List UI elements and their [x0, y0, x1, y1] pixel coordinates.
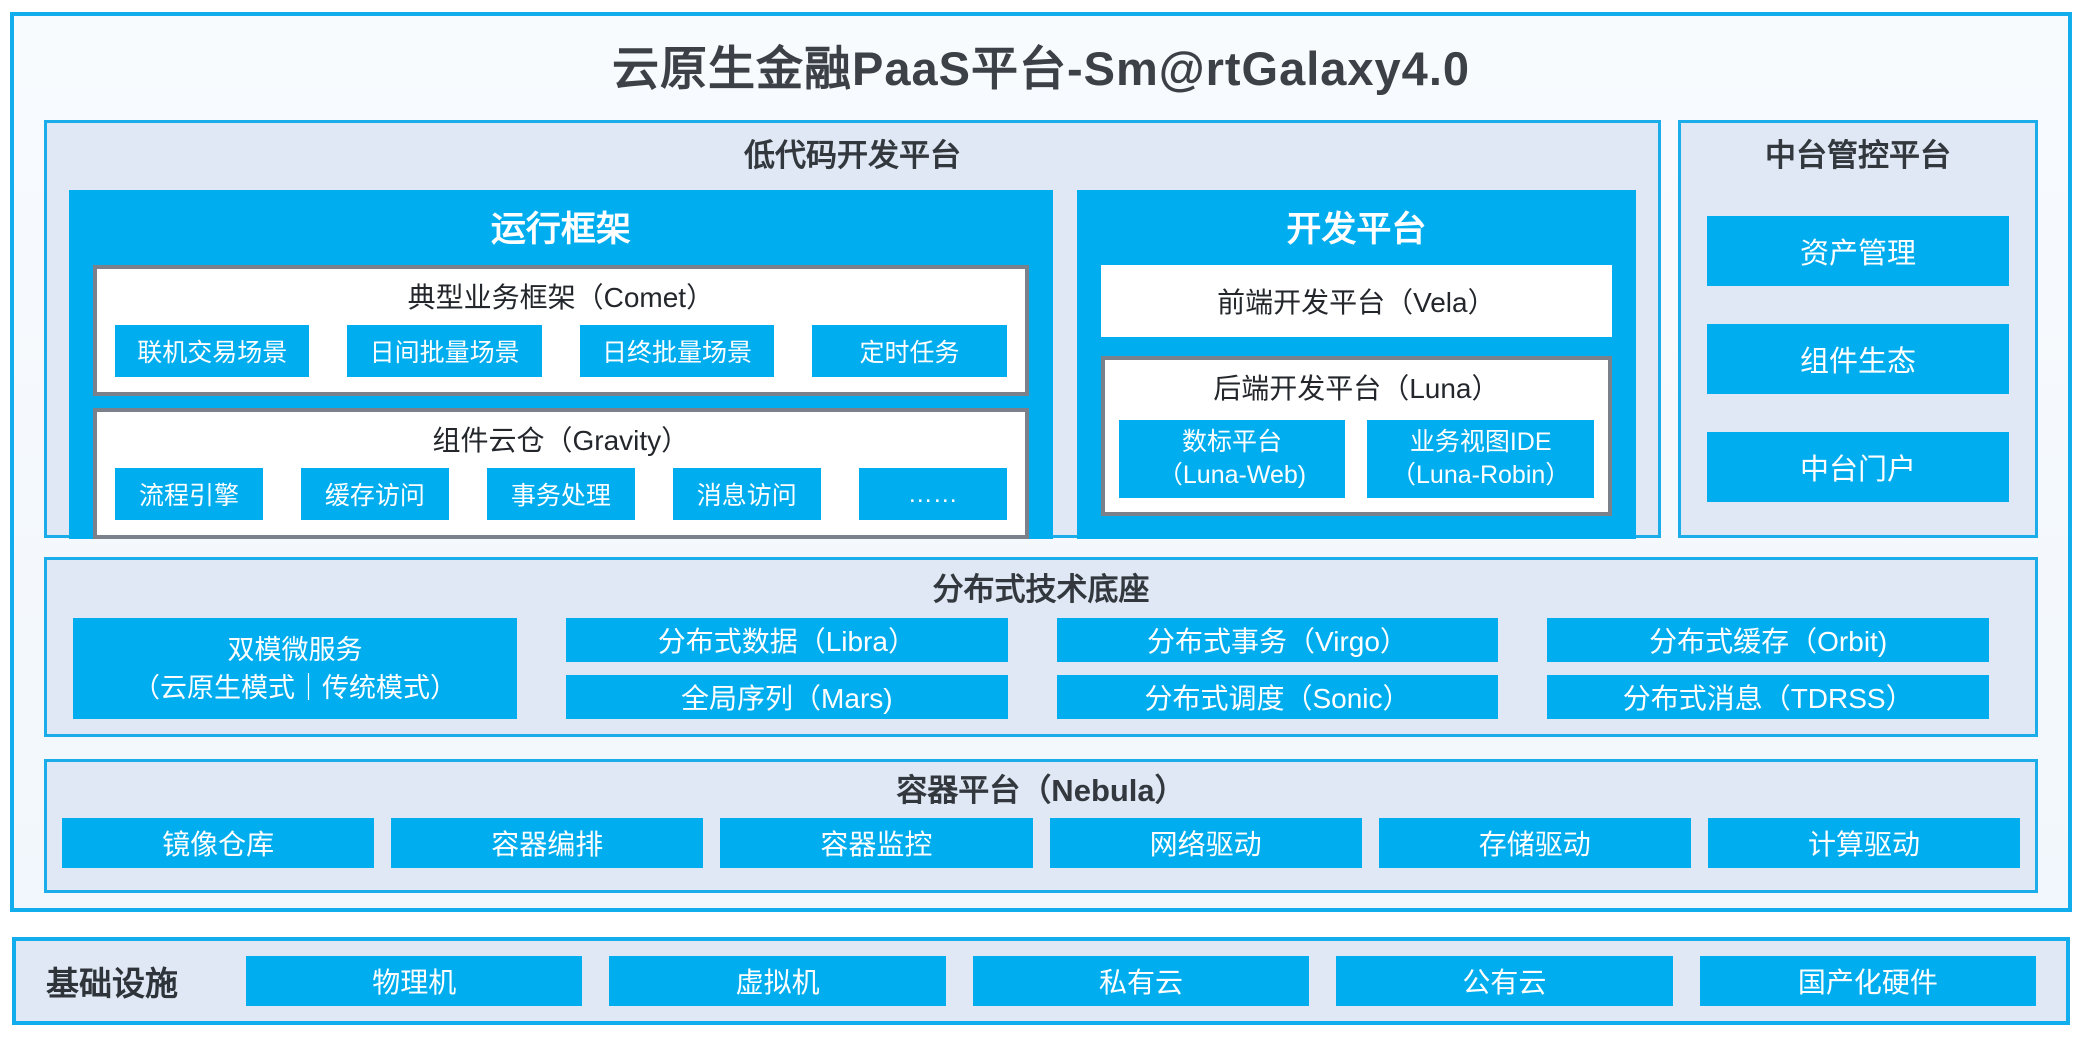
- infrastructure-item-physical-machine: 物理机: [246, 956, 583, 1006]
- dev-platform-panel: 开发平台 前端开发平台（Vela） 后端开发平台（Luna） 数标平台 （Lun…: [1076, 190, 1636, 539]
- lowcode-platform-header: 低代码开发平台: [744, 138, 961, 173]
- midplatform-item-asset-management: 资产管理: [1707, 216, 2009, 286]
- infrastructure-item-row: 物理机 虚拟机 私有云 公有云 国产化硬件: [246, 956, 2037, 1006]
- container-platform-panel: 容器平台（Nebula） 镜像仓库 容器编排 容器监控 网络驱动 存储驱动 计算…: [44, 759, 2038, 893]
- lowcode-platform-panel: 低代码开发平台 运行框架 典型业务框架（Comet） 联机交易场景 日间批量场景…: [44, 120, 1661, 539]
- distributed-base-panel: 分布式技术底座 双模微服务 （云原生模式｜传统模式） 分布式数据（Libra） …: [44, 557, 2038, 737]
- luna-robin-item: 业务视图IDE （Luna-Robin）: [1367, 420, 1594, 498]
- midplatform-item-portal: 中台门户: [1707, 432, 2009, 502]
- dual-mode-microservice-item: 双模微服务 （云原生模式｜传统模式）: [73, 618, 517, 719]
- gravity-item: 事务处理: [486, 468, 635, 520]
- luna-backend-title: 后端开发平台（Luna）: [1213, 373, 1500, 404]
- luna-backend-box: 后端开发平台（Luna） 数标平台 （Luna-Web) 业务视图IDE （Lu…: [1100, 356, 1612, 516]
- gravity-item: 流程引擎: [115, 468, 263, 520]
- luna-web-line1: 数标平台: [1182, 428, 1283, 456]
- comet-item: 定时任务: [812, 325, 1007, 377]
- midplatform-header: 中台管控平台: [1765, 138, 1951, 173]
- runtime-framework-title: 运行框架: [490, 210, 631, 249]
- distributed-item-sonic: 分布式调度（Sonic）: [1056, 675, 1499, 719]
- dev-platform-title: 开发平台: [1286, 210, 1427, 249]
- distributed-item-tdrss: 分布式消息（TDRSS）: [1547, 675, 1989, 719]
- runtime-framework-panel: 运行框架 典型业务框架（Comet） 联机交易场景 日间批量场景 日终批量场景 …: [69, 190, 1053, 539]
- container-item-image-registry: 镜像仓库: [62, 818, 375, 868]
- infrastructure-item-public-cloud: 公有云: [1336, 956, 1673, 1006]
- distributed-grid: 双模微服务 （云原生模式｜传统模式） 分布式数据（Libra） 分布式事务（Vi…: [47, 618, 2035, 734]
- container-platform-header: 容器平台（Nebula）: [896, 773, 1186, 808]
- container-item-network-driver: 网络驱动: [1049, 818, 1362, 868]
- infrastructure-label: 基础设施: [46, 965, 178, 1002]
- container-item-monitoring: 容器监控: [720, 818, 1033, 868]
- luna-web-line2: （Luna-Web): [1157, 461, 1307, 489]
- infrastructure-item-private-cloud: 私有云: [972, 956, 1310, 1006]
- distributed-item-virgo: 分布式事务（Virgo）: [1056, 618, 1499, 662]
- container-item-orchestration: 容器编排: [391, 818, 704, 868]
- distributed-item-libra: 分布式数据（Libra）: [566, 618, 1008, 662]
- comet-framework-title: 典型业务框架（Comet）: [407, 282, 715, 313]
- comet-item: 日终批量场景: [579, 325, 775, 377]
- lowcode-platform-body: 运行框架 典型业务框架（Comet） 联机交易场景 日间批量场景 日终批量场景 …: [47, 190, 1658, 552]
- comet-item: 联机交易场景: [115, 325, 310, 377]
- vela-frontend-box: 前端开发平台（Vela）: [1100, 265, 1612, 337]
- dual-mode-line1: 双模微服务: [227, 634, 363, 665]
- container-item-storage-driver: 存储驱动: [1378, 818, 1691, 868]
- luna-item-row: 数标平台 （Luna-Web) 业务视图IDE （Luna-Robin）: [1105, 416, 1608, 512]
- distributed-item-orbit: 分布式缓存（Orbit): [1547, 618, 1989, 662]
- gravity-warehouse-title: 组件云仓（Gravity）: [432, 425, 690, 456]
- distributed-base-header: 分布式技术底座: [932, 572, 1150, 607]
- gravity-item-row: 流程引擎 缓存访问 事务处理 消息访问 ……: [97, 468, 1025, 535]
- comet-framework-box: 典型业务框架（Comet） 联机交易场景 日间批量场景 日终批量场景 定时任务: [93, 265, 1029, 396]
- gravity-warehouse-box: 组件云仓（Gravity） 流程引擎 缓存访问 事务处理 消息访问 ……: [93, 408, 1029, 539]
- gravity-item-ellipsis: ……: [858, 468, 1007, 520]
- comet-item: 日间批量场景: [347, 325, 542, 377]
- midplatform-item-component-ecosystem: 组件生态: [1707, 324, 2009, 394]
- infrastructure-item-domestic-hardware: 国产化硬件: [1699, 956, 2037, 1006]
- gravity-item: 缓存访问: [300, 468, 449, 520]
- container-item-row: 镜像仓库 容器编排 容器监控 网络驱动 存储驱动 计算驱动: [47, 818, 2035, 890]
- infrastructure-item-virtual-machine: 虚拟机: [609, 956, 946, 1006]
- distributed-item-mars: 全局序列（Mars): [566, 675, 1008, 719]
- container-item-compute-driver: 计算驱动: [1707, 818, 2021, 868]
- dual-mode-line2: （云原生模式｜传统模式）: [133, 672, 457, 703]
- infrastructure-panel: 基础设施 物理机 虚拟机 私有云 公有云 国产化硬件: [12, 937, 2070, 1025]
- top-row: 低代码开发平台 运行框架 典型业务框架（Comet） 联机交易场景 日间批量场景…: [44, 120, 2038, 539]
- luna-web-item: 数标平台 （Luna-Web): [1118, 420, 1346, 498]
- page-title: 云原生金融PaaS平台-Sm@rtGalaxy4.0: [611, 42, 1471, 95]
- luna-robin-line2: （Luna-Robin）: [1391, 461, 1571, 489]
- midplatform-control-panel: 中台管控平台 资产管理 组件生态 中台门户: [1678, 120, 2038, 538]
- luna-robin-line1: 业务视图IDE: [1409, 428, 1552, 456]
- comet-item-row: 联机交易场景 日间批量场景 日终批量场景 定时任务: [97, 325, 1025, 392]
- platform-frame: 云原生金融PaaS平台-Sm@rtGalaxy4.0 低代码开发平台 运行框架 …: [10, 12, 2072, 912]
- midplatform-body: 资产管理 组件生态 中台门户: [1681, 190, 2035, 535]
- gravity-item: 消息访问: [672, 468, 821, 520]
